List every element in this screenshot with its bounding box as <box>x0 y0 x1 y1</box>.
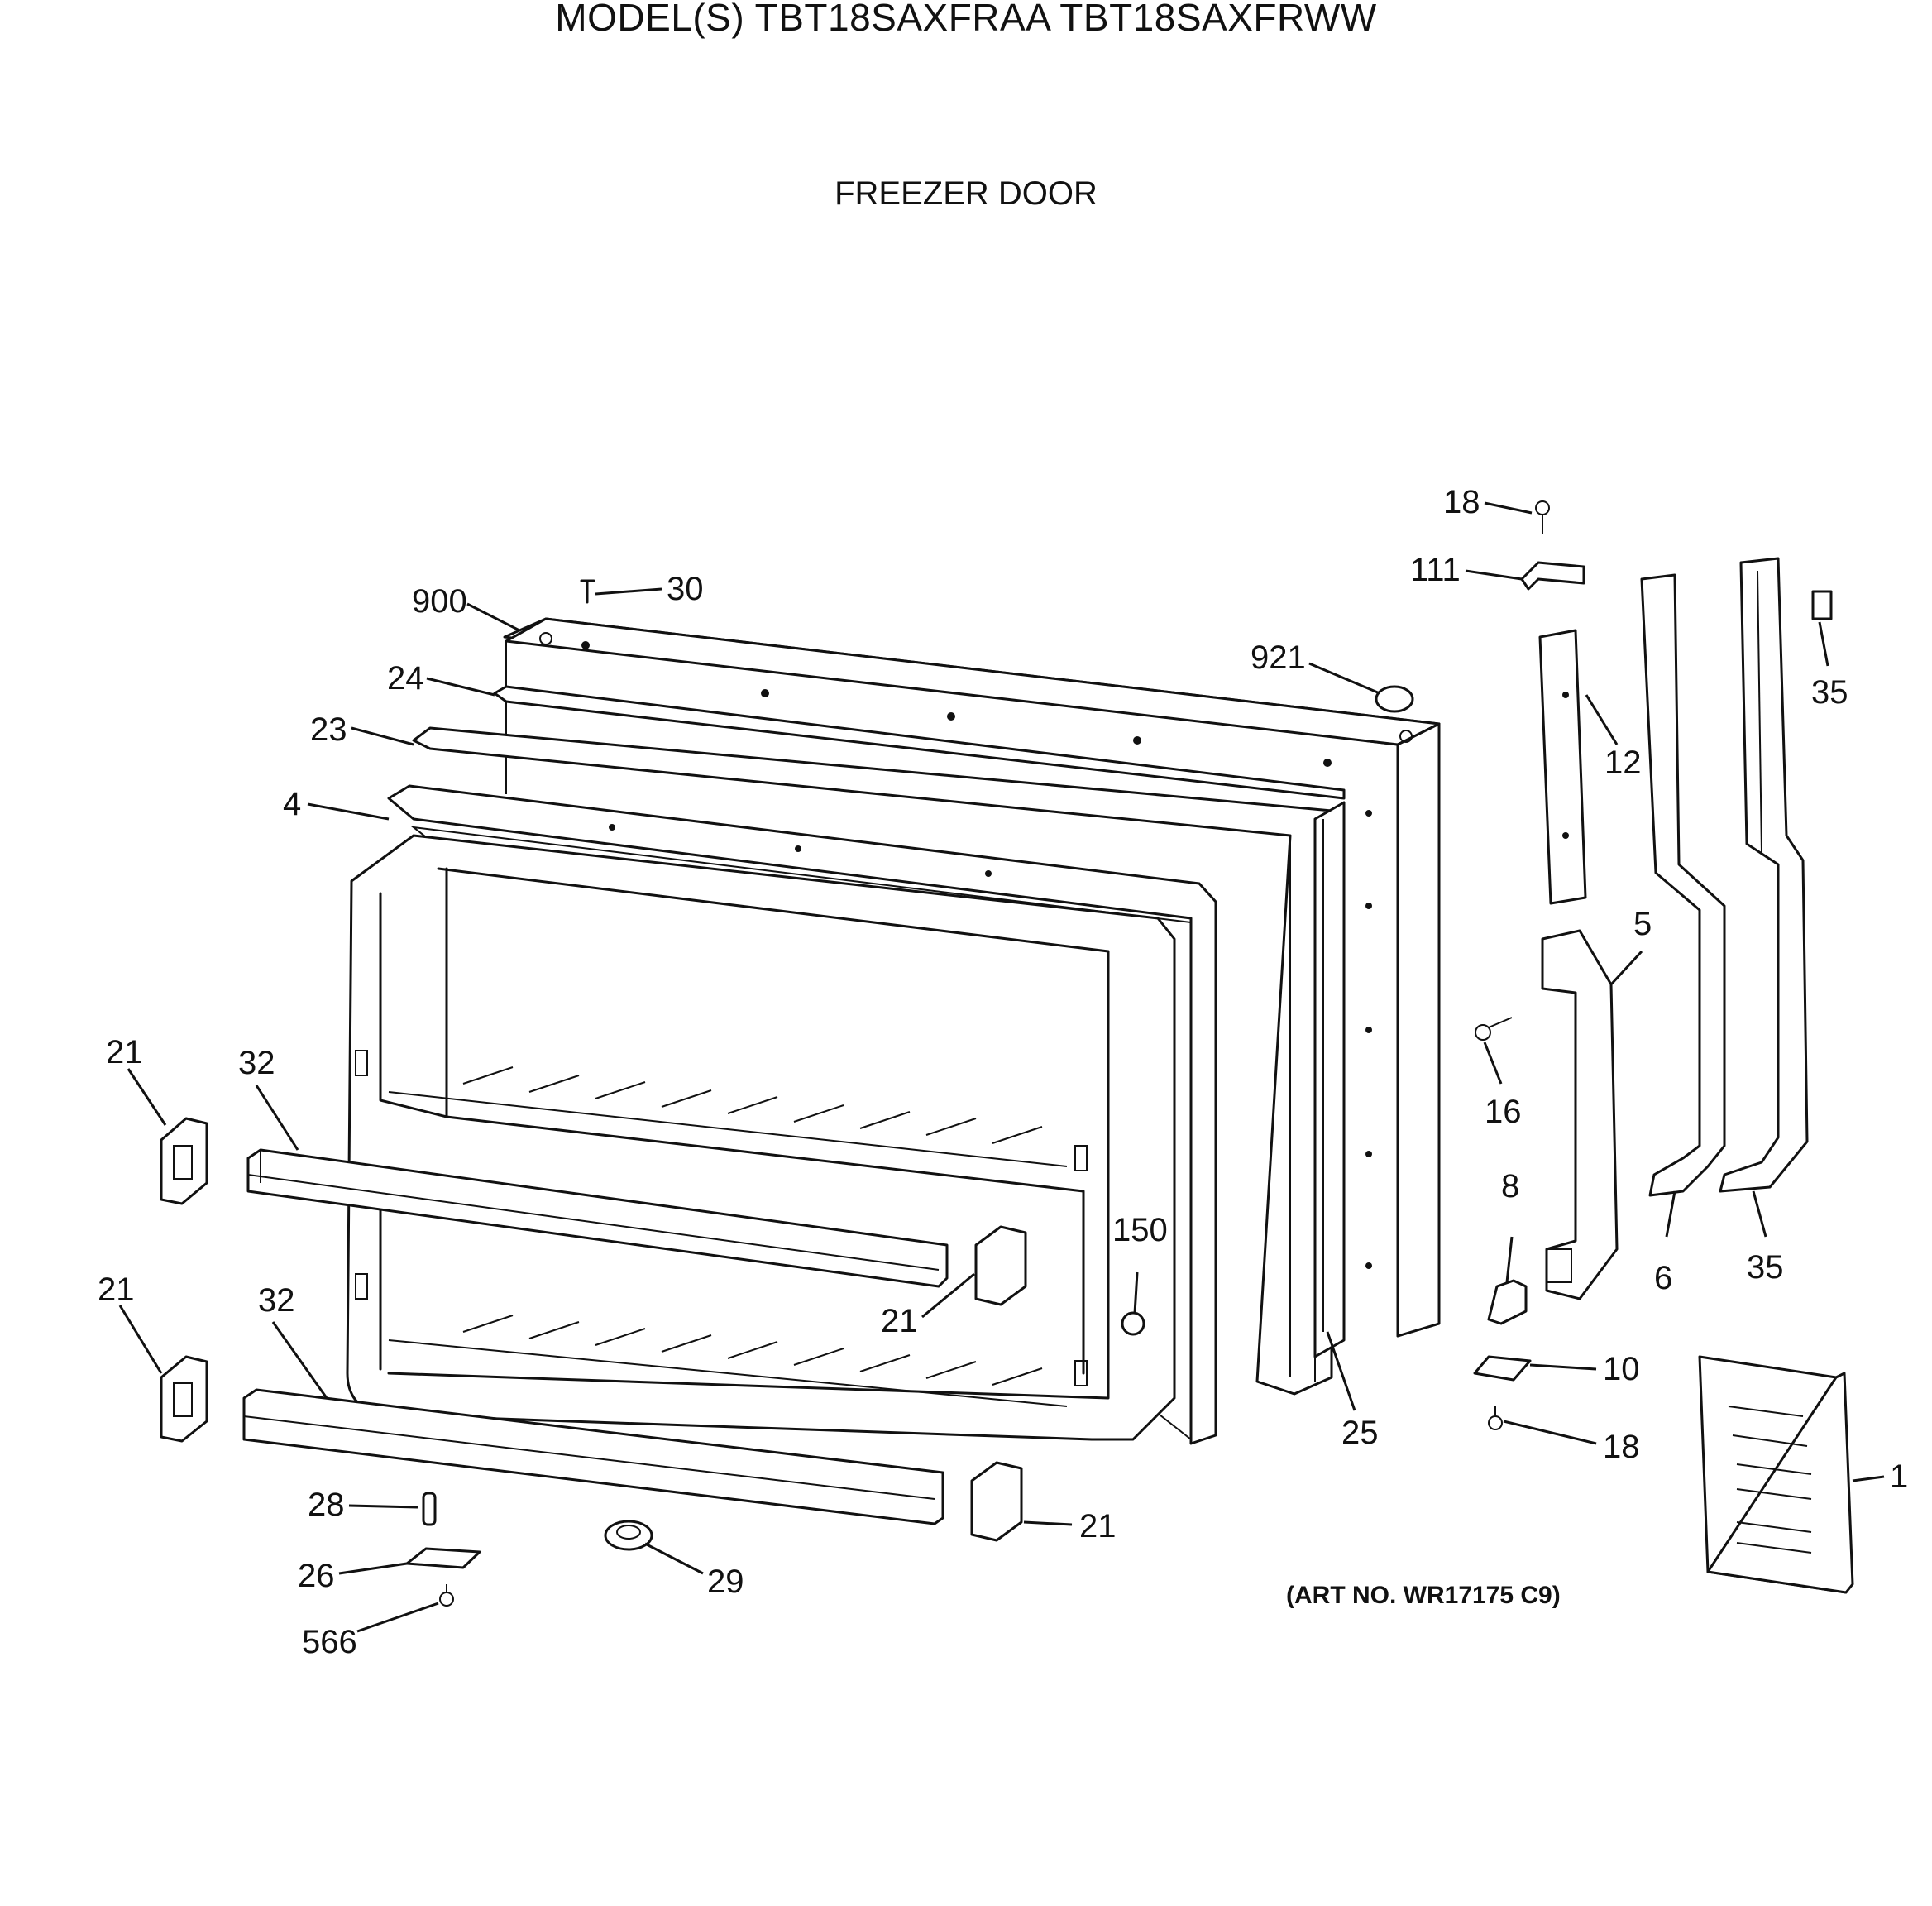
bracket-26 <box>405 1547 481 1569</box>
callout-35-cap: 35 <box>1811 674 1848 711</box>
callout-21-left-lower: 21 <box>98 1271 135 1308</box>
callout-1: 1 <box>1890 1458 1908 1495</box>
handle-trim-35 <box>1719 557 1809 1193</box>
callout-111: 111 <box>1410 552 1461 588</box>
owners-manual-1 <box>1698 1355 1854 1594</box>
callout-566: 566 <box>302 1624 357 1660</box>
shelf-bar-upper <box>246 1148 949 1288</box>
callout-32-lower: 32 <box>258 1282 295 1319</box>
bracket-10 <box>1473 1355 1532 1382</box>
screw-30 <box>580 579 595 604</box>
leader-lines <box>118 501 1885 1633</box>
section-title: FREEZER DOOR <box>834 175 1098 212</box>
handle-bracket-12 <box>1538 629 1587 905</box>
handle-cap-35 <box>1811 590 1833 620</box>
end-cap-left-lower <box>160 1355 208 1443</box>
callout-28: 28 <box>308 1487 345 1523</box>
screw-18-top <box>1535 500 1550 534</box>
callout-18-top-screw: 18 <box>1443 484 1480 520</box>
screw-566 <box>439 1584 454 1607</box>
shelf-bar-lower <box>242 1388 944 1525</box>
screw-16 <box>1475 1017 1513 1041</box>
screw-18-bottom <box>1488 1406 1503 1430</box>
door-gasket-23 <box>412 726 1346 1396</box>
inner-door-liner <box>346 834 1176 1441</box>
callout-21-right-upper: 21 <box>881 1303 918 1339</box>
callout-6: 6 <box>1654 1260 1672 1296</box>
thermostat-150 <box>1121 1311 1145 1336</box>
callout-8: 8 <box>1501 1168 1519 1204</box>
door-gasket-24 <box>493 685 1346 800</box>
handle-support-5 <box>1541 929 1619 1300</box>
callout-5: 5 <box>1633 906 1652 942</box>
callout-12: 12 <box>1604 745 1642 781</box>
callout-25: 25 <box>1341 1415 1379 1451</box>
handle-clip-8 <box>1487 1279 1528 1325</box>
screw-28 <box>422 1492 437 1526</box>
callout-150: 150 <box>1112 1212 1168 1248</box>
end-cap-left-upper <box>160 1117 208 1205</box>
callout-921: 921 <box>1251 639 1306 676</box>
callout-30: 30 <box>667 571 704 607</box>
callout-26: 26 <box>298 1558 335 1594</box>
callout-16: 16 <box>1485 1094 1522 1130</box>
callout-21-right-lower: 21 <box>1079 1508 1117 1544</box>
callout-32-upper: 32 <box>238 1045 275 1081</box>
callout-35-trim: 35 <box>1747 1249 1784 1286</box>
callout-900: 900 <box>412 583 467 620</box>
model-title: MODEL(S) TBT18SAXFRAA TBT18SAXFRWW <box>555 0 1377 39</box>
callout-21-left-upper: 21 <box>106 1034 143 1070</box>
callout-18-bottom-screw: 18 <box>1603 1429 1640 1465</box>
hinge-plug-921 <box>1375 685 1414 713</box>
end-cap-right-upper <box>974 1225 1027 1306</box>
outer-door-panel <box>503 617 1441 1338</box>
callout-10: 10 <box>1603 1351 1640 1387</box>
callout-4: 4 <box>283 786 301 822</box>
callout-29: 29 <box>707 1564 744 1600</box>
art-number: (ART NO. WR17175 C9) <box>1286 1582 1561 1609</box>
hinge-bracket-111 <box>1520 561 1585 591</box>
end-cap-right-lower <box>970 1461 1023 1542</box>
handle-6 <box>1640 573 1726 1197</box>
plug-29 <box>604 1520 653 1551</box>
callout-24: 24 <box>387 660 424 697</box>
callout-23: 23 <box>310 711 347 748</box>
